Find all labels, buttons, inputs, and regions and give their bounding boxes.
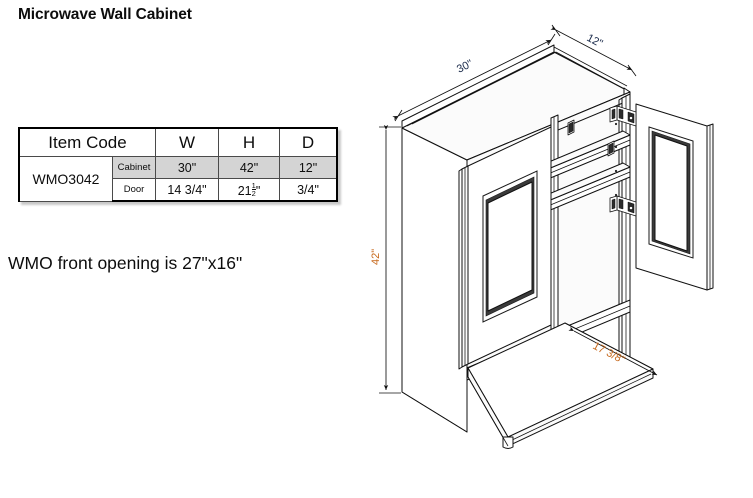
shelf-pin-upper [567,119,575,136]
tray-front-corner [502,436,514,449]
fraction-numerator: 1 [251,180,256,190]
dimension-depth-12: 12" [550,24,637,77]
header-item-code: Item Code [18,127,156,157]
header-depth: D [279,127,338,157]
front-opening-note: WMO front opening is 27"x16" [8,253,243,273]
dimension-height-42: 42" [370,124,401,394]
cabinet-center-stile [550,114,559,334]
cell-door-depth: 3/4" [279,178,338,202]
door-height-whole: 21 [237,183,252,198]
cell-cabinet-width: 30" [155,156,219,179]
shelf-pin-lower [607,140,615,157]
right-door-open [635,103,714,291]
dimension-label-height: 42" [370,249,382,265]
page-title: Microwave Wall Cabinet [18,6,192,23]
table-row-cabinet: WMO3042 Cabinet 30" 42" 12" [18,156,338,202]
spec-table-container: Item Code W H D WMO3042 Cabinet 30" 42" … [18,127,338,202]
door-height-unit: " [255,183,261,198]
dimension-label-width: 30" [455,58,475,76]
shelf-pin-holes [614,122,618,197]
header-width: W [155,127,219,157]
cabinet-left-side-panel [401,127,468,433]
cell-cabinet-height: 42" [218,156,280,179]
table-header-row: Item Code W H D [18,127,338,157]
header-height: H [218,127,280,157]
cell-row-label-door: Door [112,178,156,202]
cell-row-label-cabinet: Cabinet [112,156,156,179]
fraction-denominator: 2 [251,188,256,198]
dimension-label-depth: 12" [585,32,605,50]
left-door [458,126,552,370]
spec-table: Item Code W H D WMO3042 Cabinet 30" 42" … [18,127,338,202]
cell-item-code: WMO3042 [18,156,113,202]
isometric-cabinet-drawing: 30" 12" 42" [355,0,753,498]
hinge-upper [609,105,637,127]
cell-door-width: 14 3/4" [155,178,219,202]
cell-cabinet-depth: 12" [279,156,338,179]
hinge-lower [609,195,637,217]
